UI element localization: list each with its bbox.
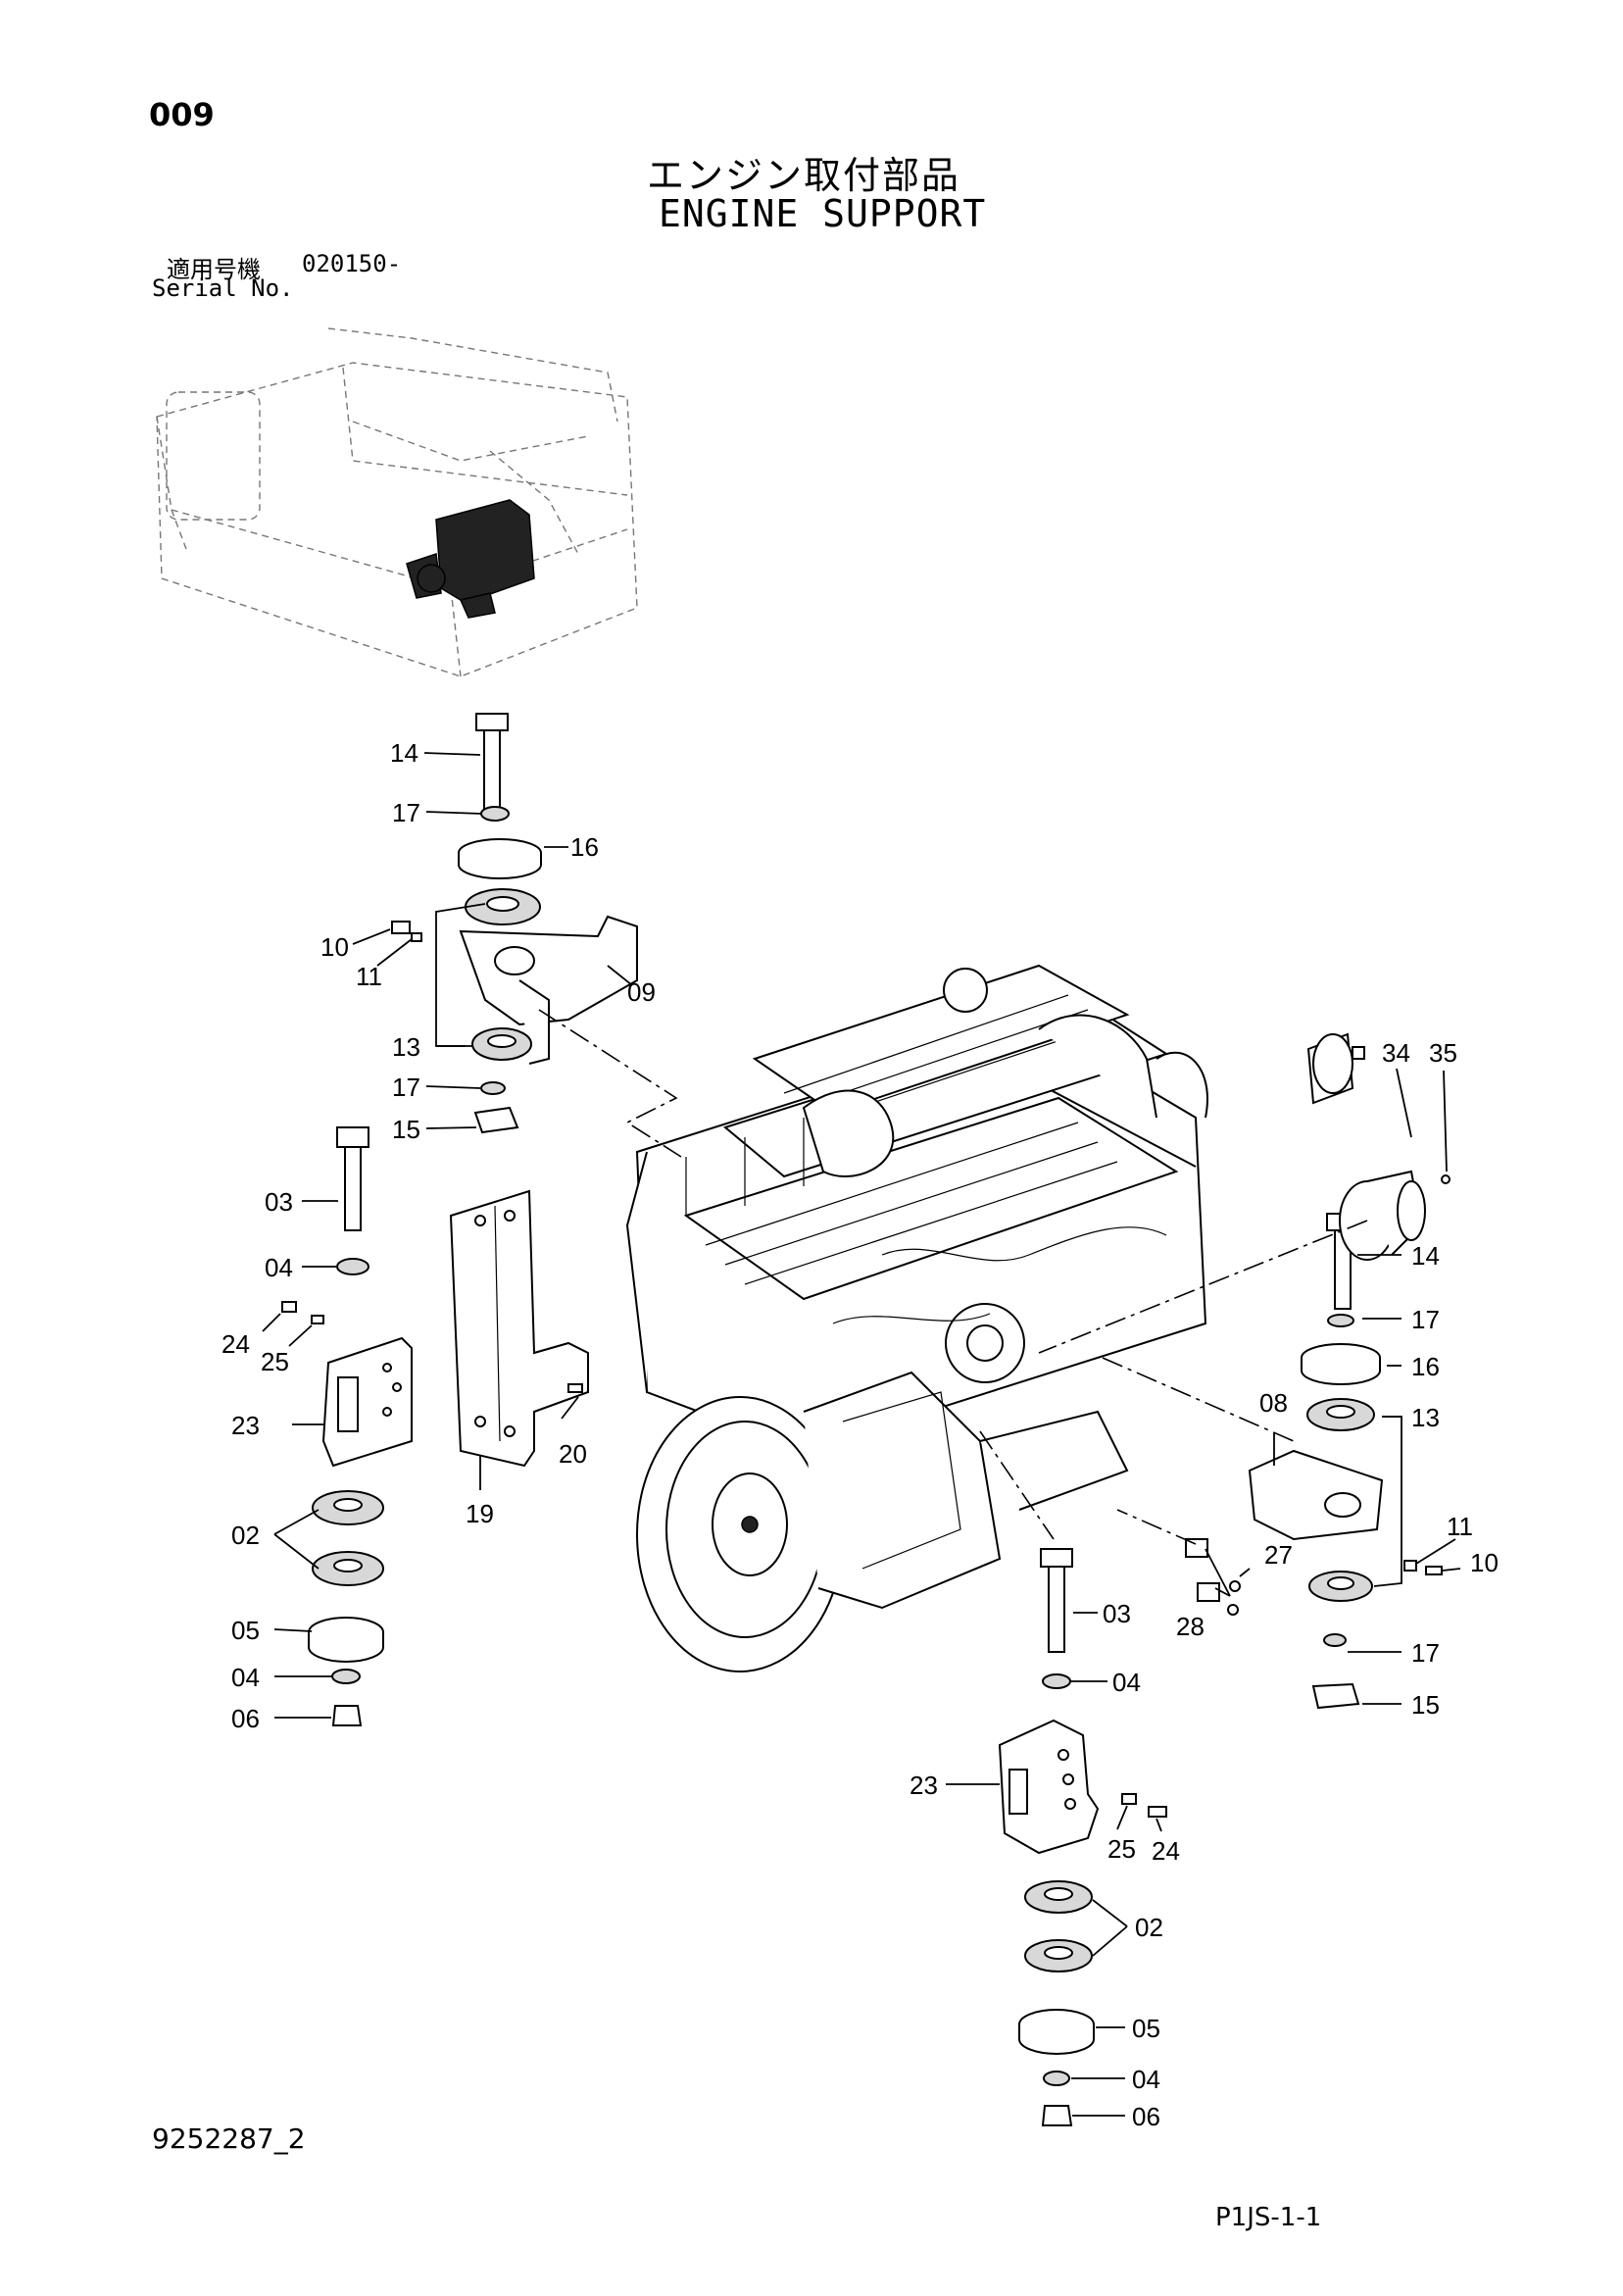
callout-13-right: 13 — [1411, 1403, 1440, 1432]
callout-15-right: 15 — [1411, 1690, 1440, 1720]
engine-location-highlight — [406, 499, 535, 619]
callout-05-left: 05 — [231, 1616, 260, 1645]
side-bracket-assembly — [449, 1189, 589, 1468]
callout-04-bottom-upper: 04 — [1112, 1668, 1141, 1697]
callout-10-right: 10 — [1470, 1548, 1499, 1577]
callout-16-top-left: 16 — [570, 832, 599, 862]
page-reference: P1JS-1-1 — [1215, 2203, 1322, 2232]
callout-11-top-left: 11 — [356, 962, 382, 991]
callout-11-right: 11 — [1447, 1512, 1473, 1541]
serial-number-value: 020150- — [302, 250, 402, 277]
page-title-japanese: エンジン取付部品 — [647, 154, 961, 197]
callout-23-left: 23 — [231, 1411, 260, 1440]
callout-10-top-left: 10 — [320, 932, 349, 962]
callout-09: 09 — [627, 977, 656, 1007]
callout-27: 27 — [1264, 1540, 1293, 1570]
engine-body-illustration — [625, 964, 1208, 1672]
callout-14-right: 14 — [1411, 1241, 1440, 1271]
rear-right-mount-assembly — [998, 1548, 1167, 2126]
callout-19: 19 — [466, 1499, 494, 1528]
callout-24-bottom: 24 — [1152, 1836, 1180, 1866]
callout-16-right: 16 — [1411, 1352, 1440, 1381]
callout-04-left-upper: 04 — [265, 1253, 293, 1282]
callout-17-right-lower: 17 — [1411, 1638, 1440, 1668]
serial-label-english: Serial No. — [152, 275, 294, 302]
callout-04-left-lower: 04 — [231, 1663, 260, 1692]
right-mount-assembly — [1185, 1032, 1443, 1710]
callout-23-bottom: 23 — [910, 1771, 938, 1800]
callout-03-left: 03 — [265, 1187, 293, 1217]
callout-25-bottom: 25 — [1107, 1834, 1136, 1864]
callout-24-left: 24 — [221, 1329, 250, 1359]
callout-20: 20 — [559, 1439, 587, 1469]
callout-06-bottom: 06 — [1132, 2102, 1160, 2131]
callout-03-bottom: 03 — [1103, 1599, 1131, 1628]
callout-34: 34 — [1382, 1038, 1410, 1068]
callout-02-bottom: 02 — [1135, 1913, 1163, 1942]
callout-02-left: 02 — [231, 1521, 260, 1550]
callout-05-bottom: 05 — [1132, 2014, 1160, 2043]
callout-08: 08 — [1259, 1388, 1288, 1418]
document-number: 9252287_2 — [152, 2122, 306, 2155]
callout-17-top-left: 17 — [392, 798, 420, 827]
callout-35: 35 — [1429, 1038, 1457, 1068]
leader-lines — [262, 752, 1461, 2117]
front-left-mount-assembly — [391, 713, 638, 1134]
machine-overview-illustration — [156, 327, 638, 677]
rear-left-mount-assembly — [281, 1126, 413, 1726]
callout-25-left: 25 — [261, 1347, 289, 1376]
page-title-english: ENGINE SUPPORT — [659, 192, 987, 235]
callout-15-top-left: 15 — [392, 1115, 420, 1144]
assembly-centerlines — [538, 1009, 1368, 1545]
callout-17-top-left-lower: 17 — [392, 1073, 420, 1102]
page-number: 009 — [149, 96, 215, 133]
callout-28: 28 — [1176, 1612, 1205, 1641]
callout-17-right-upper: 17 — [1411, 1305, 1440, 1334]
callout-labels: 14 17 16 10 11 09 13 17 15 34 35 03 04 2… — [221, 738, 1499, 2131]
callout-04-bottom-lower: 04 — [1132, 2065, 1160, 2094]
serial-label-japanese: 適用号機 — [167, 256, 261, 283]
callout-06-left: 06 — [231, 1704, 260, 1733]
callout-14-top-left: 14 — [390, 738, 418, 768]
callout-13-top-left: 13 — [392, 1032, 420, 1062]
